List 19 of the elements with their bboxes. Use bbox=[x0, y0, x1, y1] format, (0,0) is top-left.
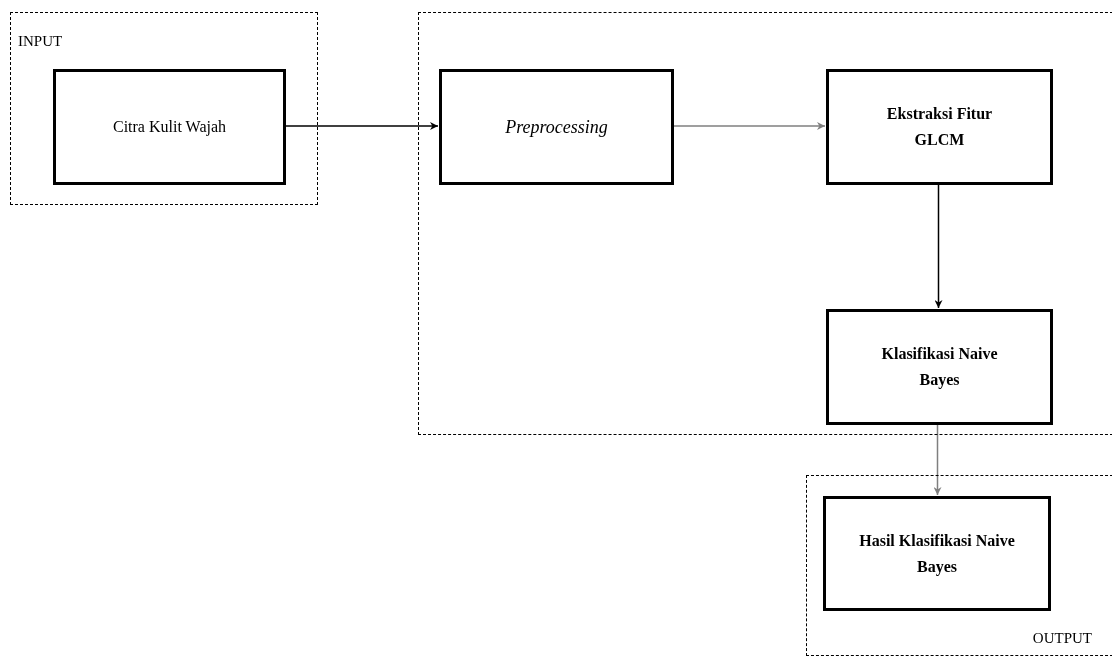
arrow bbox=[284, 122, 439, 130]
process-box bbox=[439, 69, 674, 185]
process-box bbox=[826, 69, 1053, 185]
arrow bbox=[933, 423, 942, 496]
dashed-group-frame bbox=[10, 12, 318, 205]
group-label: INPUT bbox=[18, 33, 63, 50]
process-box bbox=[826, 309, 1053, 425]
process-box bbox=[823, 496, 1051, 611]
box-label: Klasifikasi Naive Bayes bbox=[880, 344, 999, 391]
box-label: Preprocessing bbox=[505, 115, 608, 139]
box-label: Citra Kulit Wajah bbox=[112, 117, 227, 138]
dashed-group-frame bbox=[418, 12, 1112, 435]
group-label: OUTPUT bbox=[1032, 630, 1092, 647]
box-label: Hasil Klasifikasi Naive Bayes bbox=[858, 530, 1016, 578]
arrow bbox=[934, 183, 943, 309]
box-label: Ekstraksi Fitur GLCM bbox=[885, 104, 994, 150]
process-box bbox=[53, 69, 286, 185]
arrow bbox=[672, 122, 826, 130]
dashed-group-frame bbox=[806, 475, 1112, 656]
